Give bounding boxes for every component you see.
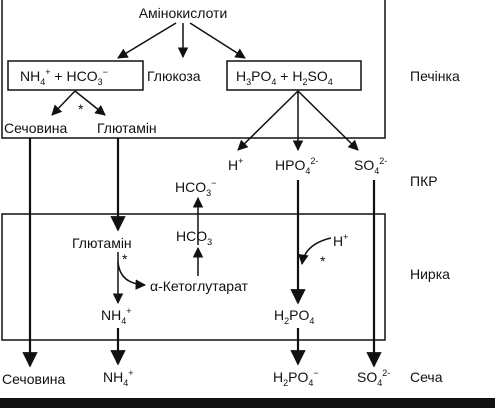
kidney-star-2: *: [320, 253, 326, 269]
liver-star: *: [78, 101, 84, 117]
pkr-region-label: ПКР: [410, 173, 438, 189]
arrow-aa-to-acids: [189, 22, 246, 59]
liver-region-frame: [1, 0, 386, 139]
arrow-nh4-to-glutamine: [74, 90, 106, 116]
nh4-kidney-label: NH4+: [101, 306, 132, 326]
arrow-glutamine-to-keto: [117, 261, 147, 290]
h-ion-label: H+: [228, 156, 243, 173]
urea-label-liver: Сечовина: [4, 120, 68, 136]
urine-region-label: Сеча: [410, 369, 443, 385]
h-kidney-label: H+: [333, 232, 348, 249]
bottom-bar: [0, 398, 495, 408]
so4-ion-label: SO42-: [354, 156, 387, 176]
nh4-urine-label: NH4+: [103, 368, 134, 388]
glutamine-label-liver: Глютамін: [97, 120, 157, 136]
liver-region-label: Печінка: [410, 68, 460, 84]
kidney-region-label: Нирка: [410, 266, 450, 282]
kidney-region-frame: [1, 213, 386, 341]
arrow-acids-to-h: [237, 90, 299, 151]
h2po4-urine-label: H2PO4−: [273, 368, 319, 388]
arrow-acids-to-so4: [297, 90, 359, 151]
hco3-ion-label: HCO3−: [175, 178, 216, 198]
glutamine-label-kidney: Глютамін: [72, 235, 132, 251]
urea-label-urine: Сечовина: [2, 371, 66, 387]
nh4-hco3-box: [7, 60, 144, 91]
hpo4-ion-label: HPO42-: [275, 156, 318, 176]
arrow-nh4-to-urea: [51, 90, 76, 116]
glucose-label: Глюкоза: [147, 68, 201, 84]
arrow-aa-to-nh4: [117, 22, 177, 59]
acids-label: H3PO4 + H2SO4: [236, 68, 333, 87]
h2po4-kidney-label: H2PO4: [274, 307, 314, 326]
hco3-kidney-label: HCO3: [176, 228, 212, 247]
ketoglutarate-label: α-Кетоглутарат: [150, 278, 249, 294]
arrow-h-to-phosphate: [298, 237, 332, 266]
kidney-star-1: *: [122, 251, 128, 267]
amino-acids-label: Амінокислоти: [139, 5, 228, 21]
acids-box: [226, 60, 362, 91]
nh4-hco3-label: NH4+ + HCO3−: [20, 67, 108, 87]
so4-urine-label: SO42-: [357, 368, 390, 388]
